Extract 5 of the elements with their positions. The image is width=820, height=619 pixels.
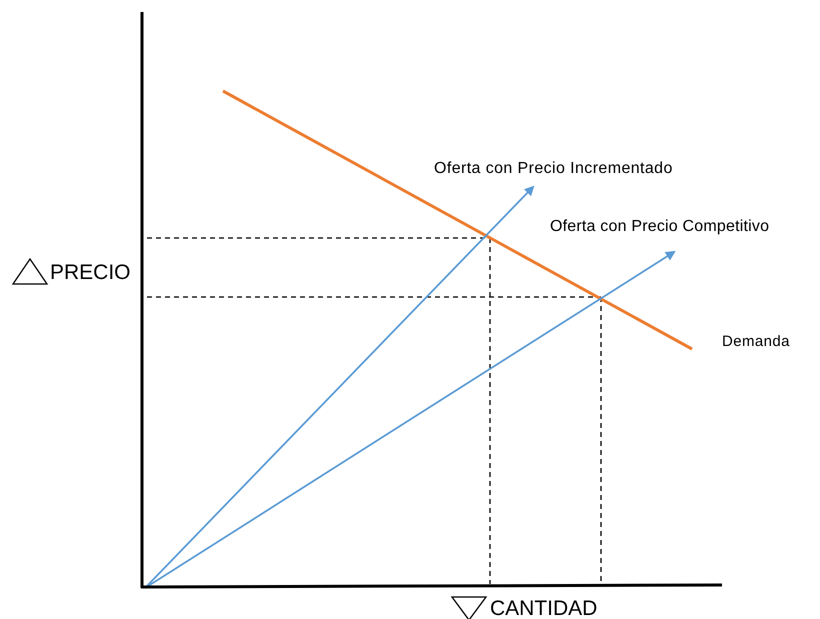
curve-label: Oferta con Precio Incrementado: [434, 161, 673, 177]
curve-label: Oferta con Precio Competitivo: [550, 219, 770, 235]
curve-label: Demanda: [722, 334, 790, 349]
axis-label: CANTIDAD: [490, 598, 598, 619]
axis-label: PRECIO: [50, 262, 131, 283]
